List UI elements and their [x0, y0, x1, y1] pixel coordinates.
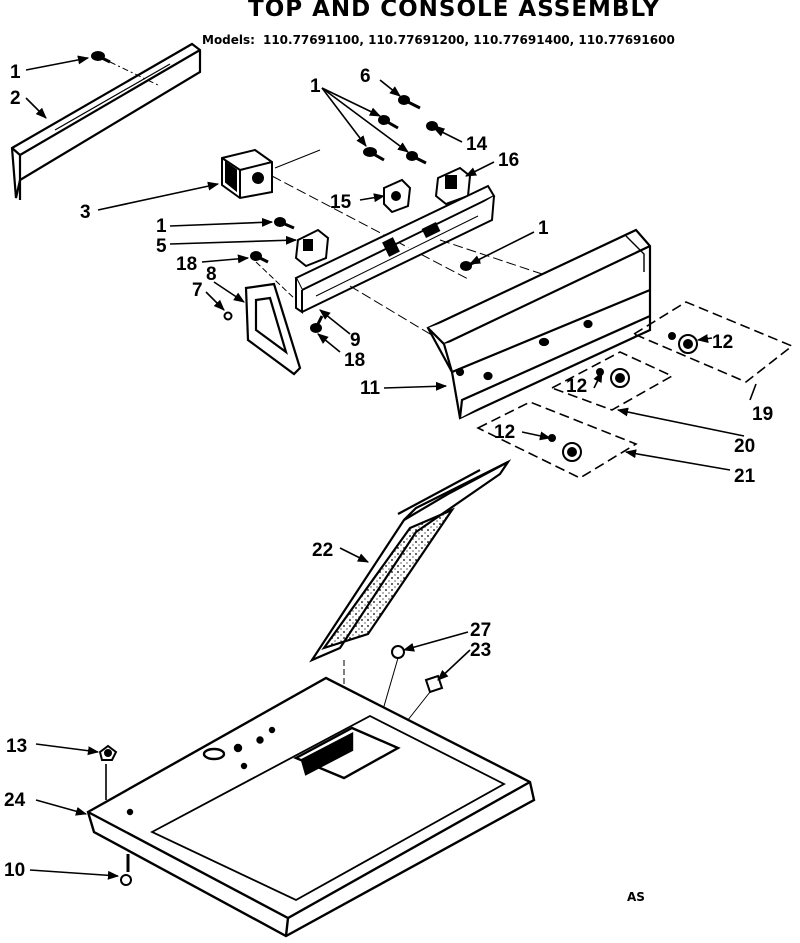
- callout-label: 6: [360, 66, 371, 87]
- part-knobs-12: [548, 332, 698, 462]
- callout-label: 22: [312, 540, 333, 561]
- part-top-24: [86, 676, 536, 938]
- part-bezel-8: [244, 282, 302, 376]
- leader-screw-1a: [109, 61, 161, 87]
- leader-bracket: [349, 285, 441, 341]
- callout-labels: 1 2 3 1 5 18 8 7 18 9 6 1 14 16 15 1 11 …: [4, 62, 773, 881]
- callout-label: 12: [712, 332, 733, 353]
- callout-label: 19: [752, 404, 773, 425]
- leader-screw-18: [255, 261, 297, 301]
- knob-group-19: [632, 301, 794, 383]
- model-list: Models: 110.77691100, 110.77691200, 110.7…: [202, 33, 782, 49]
- callout-label: 1: [156, 216, 167, 237]
- callout-label: 10: [4, 860, 25, 881]
- diagram-title: TOP AND CONSOLE ASSEMBLY: [248, 0, 661, 22]
- part-switch-5: [294, 228, 330, 268]
- callout-label: 9: [350, 330, 361, 351]
- callout-label: 12: [566, 376, 587, 397]
- part-screw-10: [120, 854, 132, 886]
- leader-timer-b: [274, 149, 321, 169]
- part-screw-27: [391, 645, 405, 659]
- callout-label: 5: [156, 236, 167, 257]
- callout-label: 2: [10, 88, 21, 109]
- part-bracket: [294, 184, 496, 314]
- callout-leaders: [25, 55, 757, 880]
- callout-label: 1: [10, 62, 21, 83]
- part-lint-screen-22: [309, 459, 512, 663]
- part-screws-upper: [363, 95, 445, 165]
- part-nut-13: [98, 744, 118, 761]
- callout-label: 3: [80, 202, 91, 223]
- callout-label: 20: [734, 436, 755, 457]
- callout-label: 15: [330, 192, 352, 213]
- models-label: Models:: [202, 33, 255, 47]
- part-timer: [221, 148, 273, 200]
- model-numbers: 110.77691100, 110.77691200, 110.77691400…: [262, 33, 675, 47]
- callout-label: 27: [470, 620, 491, 641]
- callout-label: 7: [192, 280, 203, 301]
- corner-code: AS: [627, 890, 645, 904]
- leader-timer: [271, 175, 471, 281]
- callout-label: 12: [494, 422, 515, 443]
- callout-label: 18: [176, 254, 197, 275]
- part-console-11: [426, 228, 652, 420]
- callout-label: 18: [344, 350, 365, 371]
- callout-label: 16: [498, 150, 519, 171]
- callout-label: 8: [206, 264, 217, 285]
- callout-label: 23: [470, 640, 491, 661]
- callout-label: 14: [466, 134, 488, 155]
- knob-group-20: [550, 351, 674, 411]
- callout-label: 1: [310, 76, 321, 97]
- knob-group-21: [476, 401, 638, 479]
- part-screw-1a: [91, 51, 111, 64]
- part-switch-15: [383, 178, 412, 214]
- callout-label: 21: [734, 466, 756, 487]
- callout-label: 1: [538, 218, 549, 239]
- callout-label: 13: [6, 736, 27, 757]
- leader-bracket-b: [439, 239, 561, 281]
- callout-label: 24: [4, 790, 26, 811]
- callout-label: 11: [360, 378, 381, 399]
